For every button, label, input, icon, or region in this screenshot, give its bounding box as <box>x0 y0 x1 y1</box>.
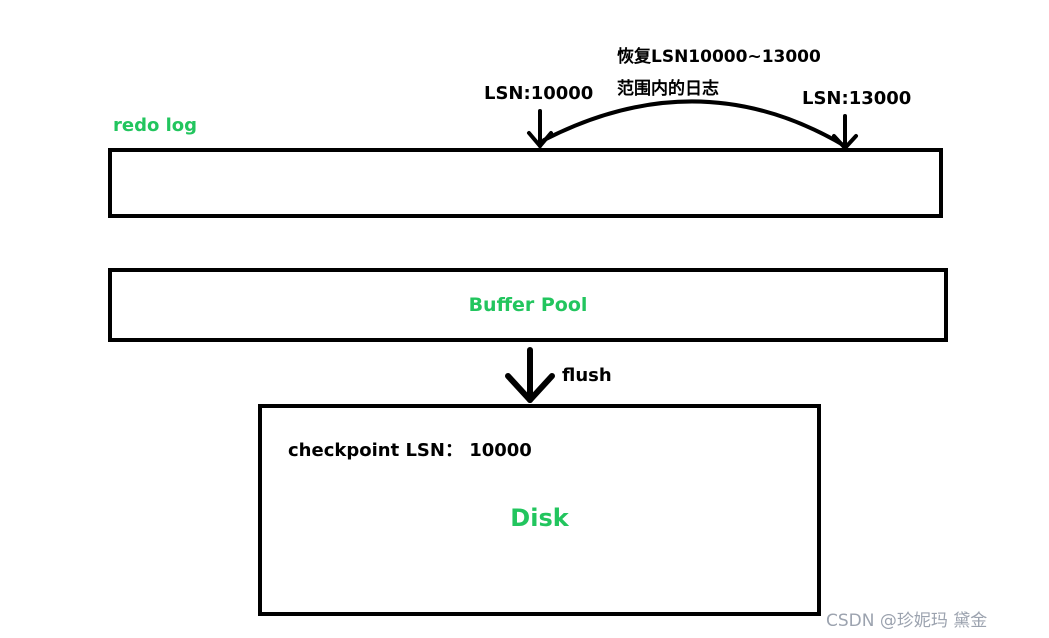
disk-label: Disk <box>510 504 569 532</box>
recovery-range-label-line2: 范围内的日志 <box>617 79 719 99</box>
lsn-start-arrow-icon <box>527 109 553 148</box>
flush-arrow-icon <box>505 347 555 403</box>
redo-log-box <box>108 148 943 218</box>
buffer-pool-label: Buffer Pool <box>468 294 588 316</box>
disk-box: checkpoint LSN： 10000 Disk <box>258 404 821 616</box>
recovery-range-label-line1: 恢复LSN10000~13000 <box>617 47 821 67</box>
checkpoint-lsn-label: checkpoint LSN： 10000 <box>288 440 532 461</box>
redo-log-label: redo log <box>113 115 198 136</box>
lsn-start-label: LSN:10000 <box>484 83 594 104</box>
buffer-pool-box: Buffer Pool <box>108 268 948 342</box>
flush-label: flush <box>562 365 612 386</box>
lsn-end-label: LSN:13000 <box>802 88 912 109</box>
recovery-arc <box>542 99 847 148</box>
csdn-watermark: CSDN @珍妮玛 黛金 <box>826 611 988 631</box>
lsn-end-arrow-icon <box>832 114 858 150</box>
